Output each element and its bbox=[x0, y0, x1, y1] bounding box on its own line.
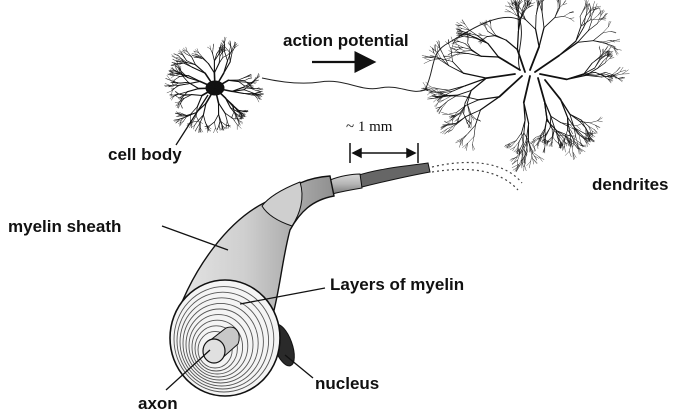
label-layers-of-myelin: Layers of myelin bbox=[330, 276, 464, 293]
axon-line bbox=[262, 17, 521, 91]
label-axon: axon bbox=[138, 395, 178, 412]
label-nucleus: nucleus bbox=[315, 375, 379, 392]
label-dendrites: dendrites bbox=[592, 176, 669, 193]
label-myelin-sheath: myelin sheath bbox=[8, 218, 121, 235]
label-scale: ~ 1 mm bbox=[346, 120, 392, 135]
dendrites-illustration bbox=[421, 0, 630, 172]
label-cell-body: cell body bbox=[108, 146, 182, 163]
cell-body-illustration bbox=[164, 37, 263, 133]
axon-dotted-continuation bbox=[432, 162, 522, 183]
label-action-potential: action potential bbox=[283, 32, 409, 49]
scale-bar bbox=[350, 143, 418, 163]
